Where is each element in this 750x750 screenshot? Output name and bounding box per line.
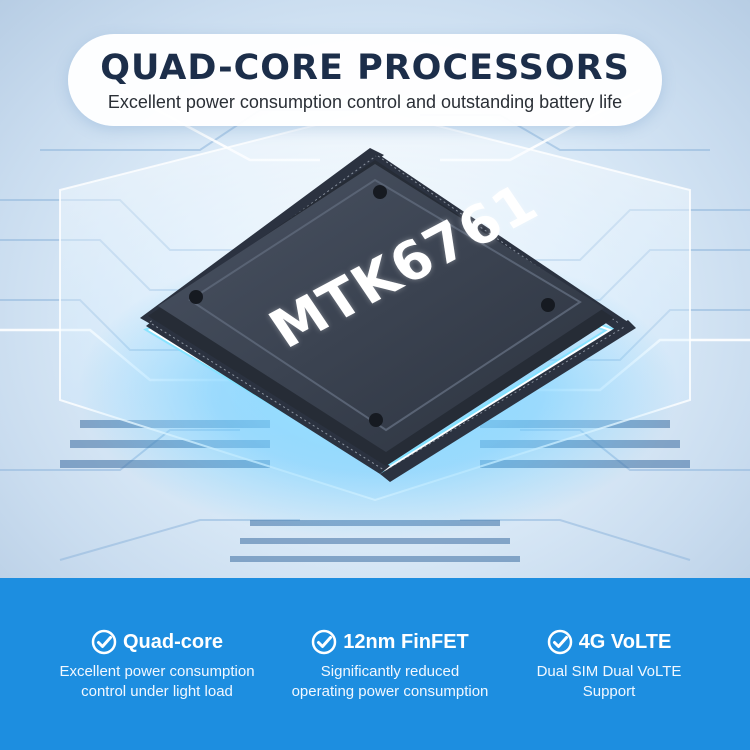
feature-desc-line: operating power consumption (291, 683, 489, 700)
feature-4g-volte: 4G VoLTE Dual SIM Dual VoLTE Support (484, 628, 734, 702)
features-band: Quad-core Excellent power consumption co… (0, 578, 750, 750)
feature-12nm-finfet: 12nm FinFET Significantly reduced operat… (265, 628, 515, 702)
page-subtitle: Excellent power consumption control and … (107, 92, 623, 112)
feature-description: Dual SIM Dual VoLTE Support (484, 662, 734, 702)
feature-desc-line: Dual SIM Dual VoLTE (536, 663, 682, 680)
feature-desc-line: Support (582, 683, 636, 700)
processor-illustration (0, 88, 750, 562)
feature-quad-core: Quad-core Excellent power consumption co… (32, 628, 282, 702)
check-circle-icon (547, 629, 572, 655)
feature-desc-line: Significantly reduced (320, 663, 460, 680)
feature-desc-line: control under light load (81, 683, 233, 700)
feature-title: Quad-core (122, 630, 224, 653)
feature-desc-line: Excellent power consumption (59, 663, 255, 680)
feature-title: 12nm FinFET (343, 630, 469, 653)
chip-mounting-dots (189, 185, 555, 427)
check-circle-icon (311, 629, 337, 655)
feature-title: 4G VoLTE (578, 630, 672, 653)
hero-illustration: MTK6761 QUAD-CORE PROCESSORS Excellent p… (0, 0, 750, 578)
feature-description: Excellent power consumption control unde… (32, 662, 282, 702)
check-circle-icon (91, 629, 117, 655)
feature-description: Significantly reduced operating power co… (265, 662, 515, 702)
headline-banner: QUAD-CORE PROCESSORS Excellent power con… (68, 34, 662, 126)
page-title: QUAD-CORE PROCESSORS (100, 48, 630, 88)
